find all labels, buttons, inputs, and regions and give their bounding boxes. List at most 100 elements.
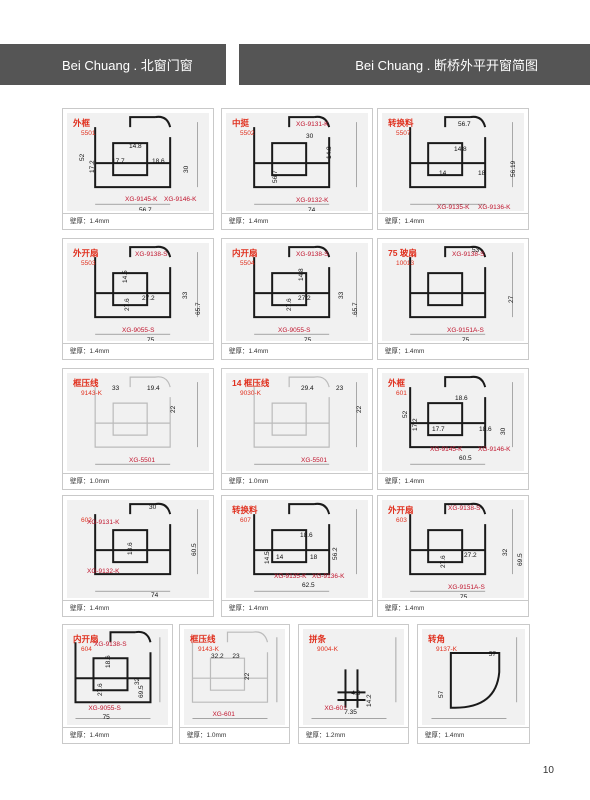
dimension-value: 14.8 — [454, 146, 467, 153]
page-number: 10 — [542, 765, 554, 776]
profile-outline — [409, 502, 487, 576]
part-label: XG-601 — [212, 711, 235, 719]
header-right-title: Bei Chuang . 断桥外平开窗简图 — [355, 58, 538, 73]
dimension-value: 14.5 — [122, 270, 129, 283]
dimension-value: 75 — [147, 337, 155, 341]
profile-outline — [253, 245, 331, 319]
dimension-value: 17.2 — [89, 160, 96, 173]
profile-outline — [409, 115, 487, 189]
part-label: XG-5501 — [129, 457, 156, 464]
part-label: XG-9146-K — [478, 446, 511, 453]
dimension-value: 18.6 — [455, 395, 468, 402]
part-label: XG-9138-S — [448, 505, 481, 512]
profile-drawing — [253, 376, 357, 465]
part-label: XG-601 — [324, 705, 347, 713]
card-code: 601 — [396, 390, 407, 397]
dimension-lines — [254, 252, 357, 335]
profile-outline — [94, 502, 172, 576]
card-code: 5502 — [240, 130, 255, 137]
dimension-value: 56.2 — [332, 547, 339, 560]
card-code: 604 — [81, 646, 92, 653]
profile-outline — [449, 652, 501, 709]
wall-thickness: 壁厚：1.4mm — [378, 473, 528, 489]
dimension-value: 75 — [462, 337, 470, 341]
card-code: 607 — [240, 517, 251, 524]
profile-drawing — [94, 245, 198, 335]
dimension-value: 14.8 — [326, 146, 333, 159]
dimension-value: 14.8 — [129, 143, 142, 150]
dimension-value: 30 — [149, 504, 157, 511]
dimension-value: 22 — [356, 405, 363, 413]
part-label: XG-9146-K — [164, 196, 197, 203]
wall-thickness: 壁厚：1.4mm — [378, 213, 528, 229]
part-label: XG-9135-K — [274, 573, 307, 580]
card-title: 转角 — [428, 634, 446, 644]
card-title: 转换料 — [232, 505, 258, 515]
dimension-value: 32.2 — [211, 652, 224, 660]
card-title: 外框 — [388, 378, 406, 388]
dimension-lines — [192, 637, 278, 719]
profile-drawing — [94, 115, 198, 205]
wall-thickness: 壁厚：1.4mm — [63, 727, 172, 743]
dimension-value: 75 — [304, 337, 312, 341]
dimension-value: 62.5 — [302, 582, 315, 589]
dimension-value: 18 — [478, 170, 486, 177]
card-title: 拼条 — [309, 634, 327, 644]
part-label: XG-9055-S — [88, 705, 121, 713]
card-code: 5501 — [81, 130, 96, 137]
dimension-value: 60.5 — [191, 543, 198, 556]
wall-thickness: 壁厚：1.4mm — [222, 343, 372, 359]
profile-drawing — [409, 502, 513, 592]
dimension-value: 60.5 — [459, 455, 472, 462]
part-label: XG-9138-S — [135, 251, 168, 258]
dimension-value: 33 — [338, 291, 345, 299]
card-code: 5503 — [81, 260, 96, 267]
part-label: XG-9055-S — [122, 327, 155, 334]
dimension-value: 57 — [437, 690, 445, 698]
dimension-value: 23 — [336, 385, 344, 392]
card-code: 603 — [396, 517, 407, 524]
dimension-value: 14.2 — [365, 694, 373, 708]
card-code: 9143-K — [198, 646, 219, 653]
part-label: XG-9138-S — [296, 251, 329, 258]
dimension-value: 19.4 — [147, 385, 160, 392]
dimension-lines — [431, 637, 518, 719]
card-code: 10013 — [396, 260, 415, 267]
card-code: 9143-K — [81, 390, 102, 397]
dimension-value: 18.6 — [479, 426, 492, 433]
dimension-value: 32 — [133, 677, 141, 685]
dimension-lines — [410, 122, 513, 205]
part-label: XG-9138-S — [452, 251, 485, 258]
dimension-value: 32 — [502, 548, 509, 556]
card-title: 75 玻扇 — [388, 248, 417, 258]
dimension-value: 14 — [439, 170, 447, 177]
profile-outline — [94, 376, 171, 448]
dimension-value: 30 — [306, 133, 314, 140]
part-label: XG-9055-S — [278, 327, 311, 334]
dimension-value: 14.8 — [298, 268, 305, 281]
part-label: XG-9136-K — [478, 204, 511, 211]
dimension-value: 18 — [310, 554, 318, 561]
part-label: XG-9145-K — [430, 446, 463, 453]
profile-outline — [94, 115, 172, 189]
dimension-lines — [95, 509, 198, 592]
dimension-lines — [254, 382, 357, 465]
dimension-lines — [410, 252, 513, 335]
card-title: 14 框压线 — [232, 378, 270, 388]
part-label: XG-9145-K — [125, 196, 158, 203]
card-title: 内开扇 — [73, 634, 99, 644]
part-label: XG-9151A-S — [448, 584, 485, 591]
dimension-value: 14.5 — [264, 551, 271, 564]
